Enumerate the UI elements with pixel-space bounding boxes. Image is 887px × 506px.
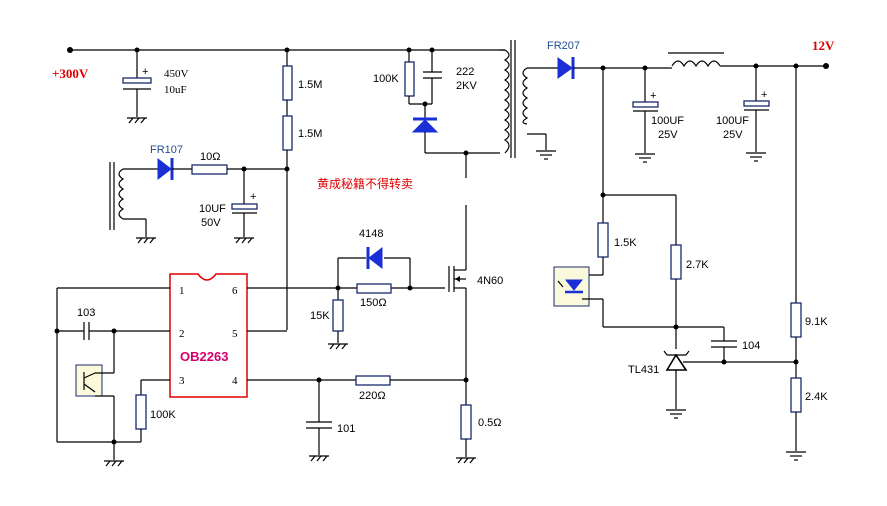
r-pin3-label: 100K: [150, 409, 176, 421]
output-capacitor-1: +: [632, 68, 659, 163]
bulk-capacitor: +: [122, 50, 152, 124]
snubber-r-label: 100K: [373, 73, 399, 85]
c-out2-voltage: 25V: [723, 129, 743, 141]
gate-resistor-label: 150Ω: [360, 297, 387, 309]
ground-icon: [746, 152, 766, 162]
r-bias-label: 2.7K: [686, 259, 709, 271]
aux-resistor-label: 10Ω: [200, 151, 220, 163]
c-loop-label: 104: [742, 340, 760, 352]
pin-1-label: 1: [179, 285, 185, 297]
ground-icon: [635, 153, 655, 163]
pin-4-label: 4: [232, 375, 238, 387]
r-sense-label: 0.5Ω: [478, 417, 502, 429]
tl431-label: TL431: [628, 364, 659, 376]
snubber-network: [404, 50, 500, 156]
r-start1-label: 1.5M: [298, 79, 322, 91]
aux-winding: [109, 162, 158, 244]
clamp-diode-icon: [411, 117, 439, 133]
ground-icon: [309, 455, 329, 462]
output-capacitor-2: +: [743, 66, 770, 162]
optocoupler-transistor-icon: [75, 364, 103, 397]
aux-diode-label: FR107: [150, 144, 183, 156]
bulk-cap-voltage: 450V: [164, 68, 189, 80]
c-out1-capacitance: 100UF: [651, 115, 684, 127]
current-sense-network: [247, 375, 476, 464]
mosfet-icon: [448, 153, 467, 380]
c-out1-voltage: 25V: [658, 129, 678, 141]
r-div-top-label: 9.1K: [805, 316, 828, 328]
output-rail: [573, 52, 829, 71]
watermark-text: 黄成秘籍不得转卖: [317, 176, 413, 191]
aux-resistor: [172, 164, 287, 175]
transformer: [500, 40, 558, 160]
gate-pulldown-label: 15K: [310, 310, 330, 322]
ground-icon: [136, 237, 156, 244]
r-cs-label: 220Ω: [359, 390, 386, 402]
ground-icon: [104, 460, 124, 467]
ground-icon: [786, 451, 806, 461]
aux-cap-voltage: 50V: [201, 217, 221, 229]
tl431-icon: [663, 350, 690, 371]
bulk-cap-capacitance: 10uF: [164, 84, 187, 96]
c-cs-label: 101: [337, 423, 355, 435]
ground-icon: [536, 150, 556, 160]
feedback-network: [553, 66, 806, 461]
ground-icon: [127, 117, 147, 124]
svg-text:+: +: [761, 89, 767, 101]
pin-2-label: 2: [179, 328, 185, 340]
r-div-bot-label: 2.4K: [805, 391, 828, 403]
ground-icon: [234, 237, 254, 244]
svg-text:+: +: [650, 90, 656, 102]
input-voltage-label: +300V: [52, 66, 89, 81]
snubber-c-voltage: 2KV: [456, 80, 477, 92]
ground-icon: [328, 343, 348, 350]
pin-5-label: 5: [232, 328, 238, 340]
output-diode-icon: [557, 57, 575, 79]
gate-diode-icon: [366, 246, 383, 270]
pin-3-label: 3: [179, 375, 185, 387]
aux-diode-icon: [157, 157, 174, 181]
mosfet-label: 4N60: [477, 275, 503, 287]
r-led-label: 1.5K: [614, 237, 637, 249]
aux-cap-capacitance: 10UF: [199, 203, 226, 215]
input-rail: [67, 47, 505, 53]
pin-6-label: 6: [232, 285, 238, 297]
svg-text:+: +: [142, 66, 148, 78]
controller-ic-label: OB2263: [180, 349, 228, 364]
r-start2-label: 1.5M: [298, 128, 322, 140]
svg-text:+: +: [250, 191, 256, 203]
aux-capacitor: +: [231, 169, 258, 244]
output-diode-label: FR207: [547, 40, 580, 52]
c-out2-capacitance: 100UF: [716, 115, 749, 127]
snubber-c-label: 222: [456, 66, 474, 78]
startup-resistors: [282, 50, 293, 330]
output-voltage-label: 12V: [812, 38, 835, 53]
ground-icon: [666, 409, 686, 419]
controller-ic: 1 2 3 4 5 6 OB2263: [169, 273, 248, 398]
controller-right-network: [247, 257, 445, 350]
gate-diode-label: 4148: [359, 228, 383, 240]
c-comp-label: 103: [77, 307, 95, 319]
controller-left-network: [54, 287, 170, 467]
ground-icon: [456, 457, 476, 464]
